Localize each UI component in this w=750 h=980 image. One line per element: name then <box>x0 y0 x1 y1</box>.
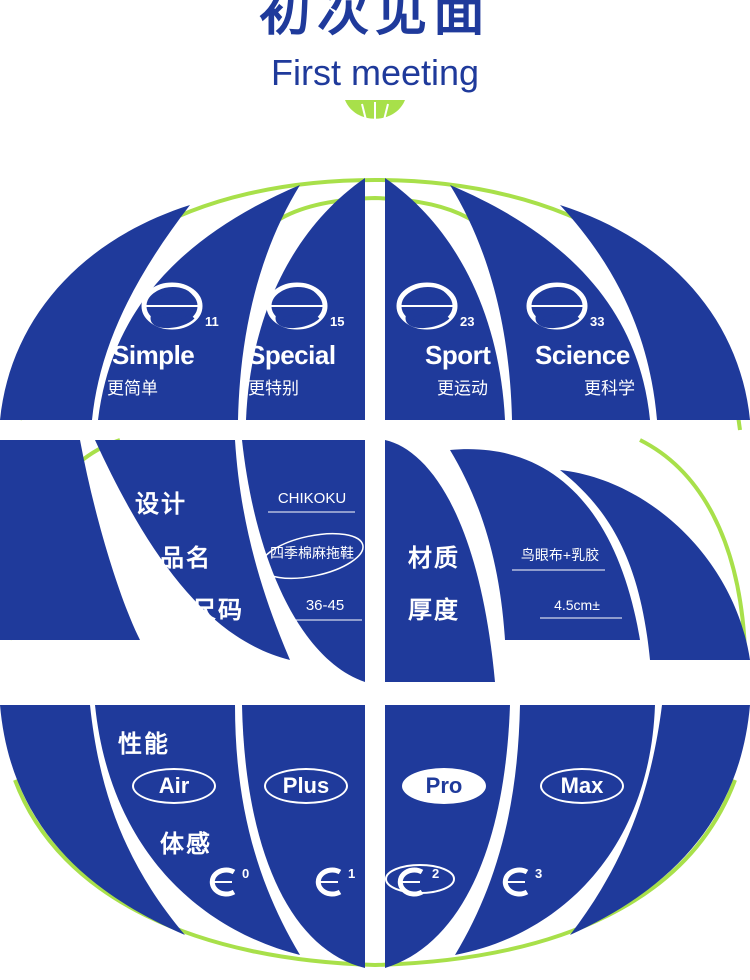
performance-label: 性能 <box>118 730 170 758</box>
series-subtitle: 更科学 <box>584 379 635 399</box>
series-number: 15 <box>330 314 345 329</box>
series-subtitle: 更运动 <box>437 379 488 399</box>
series-number: 33 <box>590 314 605 329</box>
performance-option-pro[interactable]: Pro <box>402 768 486 804</box>
petal-bot-2 <box>95 705 300 955</box>
petal-bot-6 <box>570 705 750 935</box>
series-number: 11 <box>205 314 219 329</box>
page-subtitle: First meeting <box>270 52 480 93</box>
petal-mid-5 <box>450 449 640 640</box>
page-title: 初次见面 <box>258 0 491 43</box>
feel-selected-ring <box>385 864 455 894</box>
name-label: 品名 <box>160 544 212 572</box>
feel-level[interactable]: 1 <box>348 866 356 881</box>
material-value: 鸟眼布+乳胶 <box>520 547 600 563</box>
petal-top-1 <box>0 205 190 420</box>
petal-mid-4 <box>385 440 495 682</box>
series-number: 23 <box>460 314 475 329</box>
name-highlight-ellipse <box>260 532 364 580</box>
petal-mid-6 <box>560 470 750 660</box>
series-subtitle: 更简单 <box>107 379 158 399</box>
petal-top-5 <box>450 185 650 420</box>
thickness-value: 4.5cm± <box>554 597 600 613</box>
design-label: 设计 <box>135 490 187 518</box>
comfort-c-icon <box>209 867 529 897</box>
series-name[interactable]: Science <box>535 340 630 370</box>
petal-top-6 <box>560 205 750 420</box>
middle-row-petals <box>0 440 750 682</box>
series-subtitle: 更特别 <box>248 379 299 399</box>
series-name[interactable]: Special <box>248 340 336 370</box>
feel-level[interactable]: 3 <box>535 866 543 881</box>
performance-option-max[interactable]: Max <box>540 768 624 804</box>
series-name[interactable]: Sport <box>425 340 491 370</box>
petal-mid-2 <box>95 440 290 660</box>
leaf-icon <box>345 100 405 122</box>
petal-mid-1 <box>0 440 140 640</box>
design-value: CHIKOKU <box>277 490 347 507</box>
petal-bot-1 <box>0 705 185 935</box>
petal-bot-3 <box>242 705 365 968</box>
petal-mid-3 <box>242 440 365 682</box>
series-name[interactable]: Simple <box>112 340 195 370</box>
petal-bot-5 <box>455 705 655 955</box>
size-value: 36-45 <box>305 597 345 614</box>
petal-top-3 <box>246 178 365 420</box>
globe-s-logo-icon <box>141 282 588 330</box>
feel-label: 体感 <box>160 830 212 858</box>
petal-bot-4 <box>385 705 510 968</box>
performance-option-air[interactable]: Air <box>132 768 216 804</box>
size-label: 尺码 <box>192 596 244 624</box>
feel-level[interactable]: 0 <box>242 866 250 881</box>
feel-level[interactable]: 2 <box>432 866 440 881</box>
thickness-label: 厚度 <box>408 596 460 624</box>
performance-option-plus[interactable]: Plus <box>264 768 348 804</box>
bottom-row-petals <box>0 705 750 968</box>
spec-underlines <box>268 511 622 621</box>
name-value: 四季棉麻拖鞋 <box>270 545 354 561</box>
material-label: 材质 <box>408 544 460 572</box>
green-ring-bottom <box>13 779 737 968</box>
